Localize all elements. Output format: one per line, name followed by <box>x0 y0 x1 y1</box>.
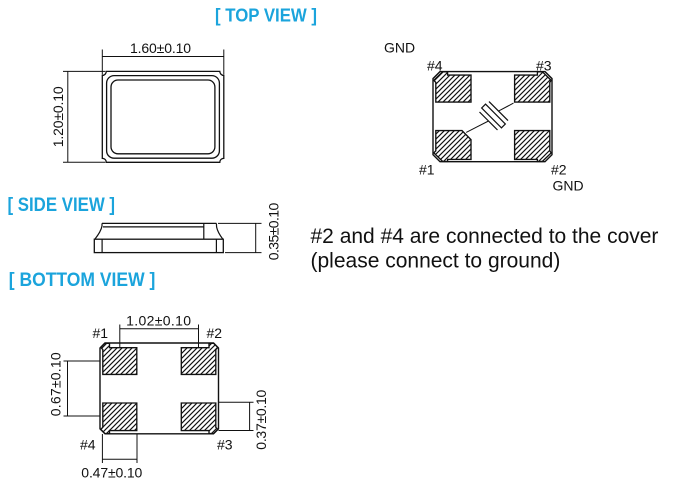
svg-text:1.02±0.10: 1.02±0.10 <box>126 312 191 328</box>
svg-text:#1: #1 <box>93 325 109 341</box>
svg-text:[ SIDE VIEW ]: [ SIDE VIEW ] <box>8 195 116 216</box>
svg-text:[ TOP VIEW ]: [ TOP VIEW ] <box>215 5 317 26</box>
svg-text:GND: GND <box>384 40 415 56</box>
svg-text:#2: #2 <box>551 162 567 178</box>
svg-text:(please connect to ground): (please connect to ground) <box>311 250 561 273</box>
svg-text:#3: #3 <box>536 58 552 74</box>
svg-text:#4: #4 <box>80 437 96 453</box>
svg-text:#4: #4 <box>427 58 443 74</box>
svg-text:1.60±0.10: 1.60±0.10 <box>130 40 191 56</box>
svg-text:1.20±0.10: 1.20±0.10 <box>50 86 66 147</box>
svg-text:0.35±0.10: 0.35±0.10 <box>266 203 282 261</box>
svg-text:#3: #3 <box>217 437 233 453</box>
svg-text:0.37±0.10: 0.37±0.10 <box>253 389 269 449</box>
svg-text:0.47±0.10: 0.47±0.10 <box>81 465 142 481</box>
svg-text:#2: #2 <box>207 325 223 341</box>
svg-text:0.67±0.10: 0.67±0.10 <box>48 352 64 416</box>
svg-text:GND: GND <box>553 178 584 194</box>
svg-text:#1: #1 <box>419 162 435 178</box>
svg-text:#2 and #4 are connected to the: #2 and #4 are connected to the cover <box>311 225 659 248</box>
svg-text:[ BOTTOM VIEW ]: [ BOTTOM VIEW ] <box>9 270 156 291</box>
